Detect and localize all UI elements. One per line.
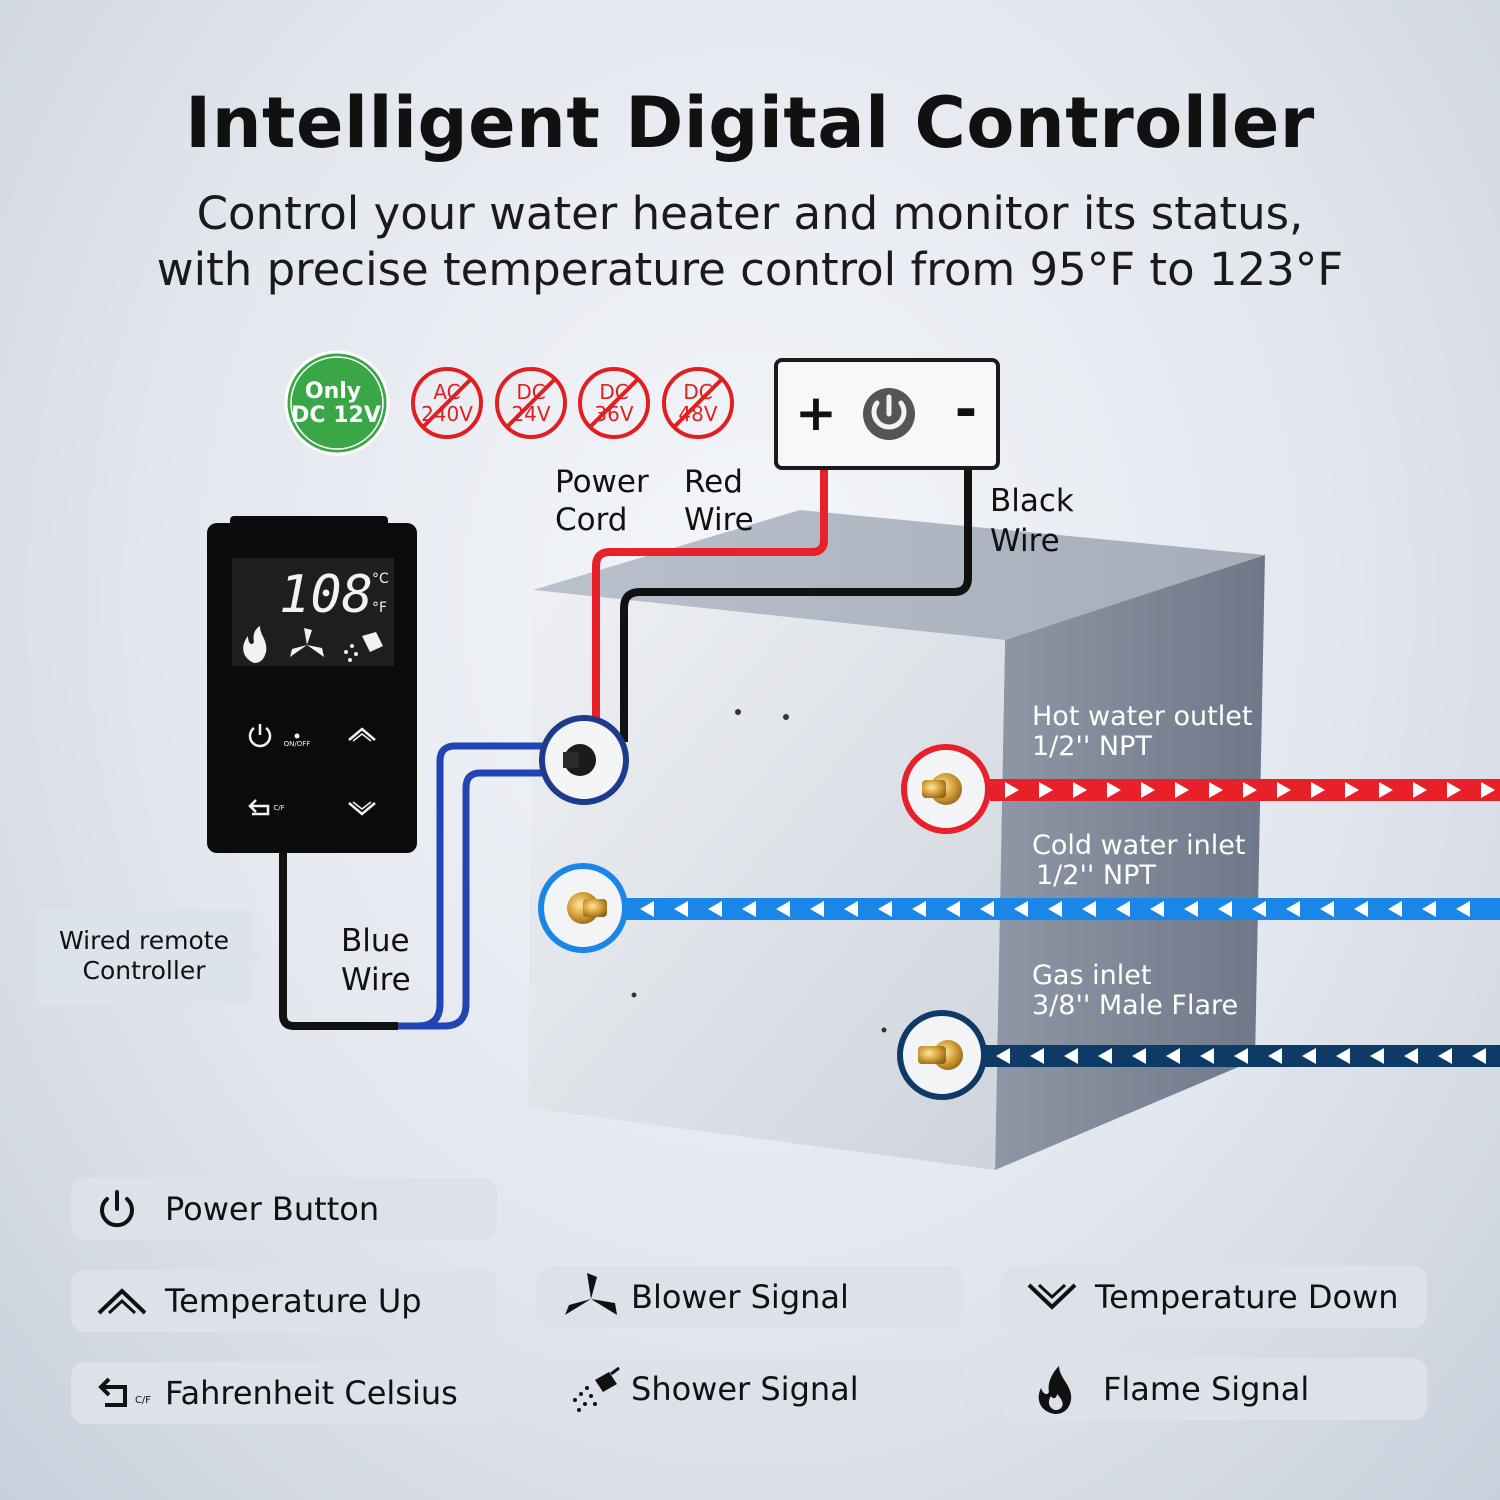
display-fan-icon	[290, 628, 324, 657]
hot-water-fitting	[901, 744, 991, 834]
gas-inlet-label-2: 3/8'' Male Flare	[1032, 990, 1238, 1021]
allowed-line-2: DC 12V	[291, 403, 381, 428]
blue-wire-label-1: Blue	[341, 923, 410, 959]
subtitle-line-1: Control your water heater and monitor it…	[196, 187, 1304, 240]
display-unit-f: °F	[372, 600, 387, 616]
legend-fahrenheit-celsius: C/F Fahrenheit Celsius	[71, 1362, 497, 1424]
black-wire-label-2: Wire	[990, 523, 1060, 559]
page-subtitle: Control your water heater and monitor it…	[0, 186, 1500, 298]
controller-temp-up-button[interactable]	[348, 727, 376, 742]
subtitle-line-2: with precise temperature control from 95…	[156, 243, 1344, 296]
power-box: + -	[774, 358, 1000, 470]
heater-front-face	[528, 590, 1005, 1170]
callout-line-1: Wired remote	[59, 926, 229, 955]
heater-top-face	[533, 510, 1265, 640]
heater-box	[528, 510, 1265, 1170]
legend-temperature-down: Temperature Down	[1001, 1266, 1427, 1328]
voltage-forbidden-dc48: DC 48V	[662, 367, 734, 439]
legend-label: Flame Signal	[1103, 1370, 1310, 1408]
legend-shower-signal: Shower Signal	[537, 1358, 963, 1420]
fan-icon	[561, 1272, 631, 1322]
power-cord-label-1: Power	[555, 464, 649, 500]
return-icon: C/F	[95, 1368, 165, 1418]
remote-controller: 108 °C °F ON/OFF C/F	[207, 516, 417, 853]
hot-outlet-label-2: 1/2'' NPT	[1032, 731, 1152, 762]
shower-icon	[561, 1364, 631, 1414]
power-cord-label-2: Cord	[555, 502, 628, 538]
display-temperature: 108	[279, 565, 373, 625]
legend-flame-signal: Flame Signal	[1001, 1358, 1427, 1420]
controller-cable	[279, 850, 398, 1030]
hot-outlet-label-1: Hot water outlet	[1032, 701, 1252, 732]
legend-cf-tag: C/F	[135, 1395, 151, 1406]
power-icon	[863, 388, 915, 440]
red-wire	[592, 470, 828, 742]
wired-remote-callout: Wired remote Controller	[35, 909, 265, 1005]
voltage-forbidden-dc24: DC 24V	[495, 367, 567, 439]
chevron-up-icon	[95, 1276, 165, 1326]
callout-line-2: Controller	[82, 956, 206, 985]
cold-inlet-label-1: Cold water inlet	[1032, 830, 1245, 861]
legend-power-button: Power Button	[71, 1178, 497, 1240]
legend-temperature-up: Temperature Up	[71, 1270, 497, 1332]
cold-inlet-label-2: 1/2'' NPT	[1036, 860, 1156, 891]
red-wire-label-1: Red	[684, 464, 743, 500]
display-shower-icon	[344, 632, 383, 662]
voltage-forbidden-dc36: DC 36V	[578, 367, 650, 439]
voltage-forbidden-ac240: AC 240V	[411, 367, 483, 439]
allowed-line-1: Only	[305, 379, 361, 404]
gas-inlet-label-1: Gas inlet	[1032, 960, 1151, 991]
legend-label: Blower Signal	[631, 1278, 849, 1316]
legend-label: Temperature Down	[1095, 1278, 1399, 1316]
legend-label: Power Button	[165, 1190, 380, 1228]
controller-cf-label: C/F	[273, 804, 284, 812]
gas-line	[985, 1045, 1500, 1067]
power-plus-label: +	[795, 384, 837, 442]
cold-water-fitting	[538, 863, 628, 953]
blue-wire-label-2: Wire	[341, 962, 411, 998]
voltage-allowed-badge: Only DC 12V	[284, 350, 390, 456]
legend-label: Fahrenheit Celsius	[165, 1374, 458, 1412]
black-wire	[620, 470, 972, 742]
controller-power-button[interactable]: ON/OFF	[248, 724, 311, 748]
controller-temp-down-button[interactable]	[348, 801, 376, 816]
chevron-down-icon	[1025, 1272, 1095, 1322]
black-wire-label-1: Black	[990, 483, 1074, 519]
heater-side-face	[995, 555, 1265, 1170]
hot-water-line	[990, 779, 1500, 801]
cable-gland	[539, 715, 629, 805]
legend-label: Shower Signal	[631, 1370, 859, 1408]
cold-water-line	[625, 898, 1500, 920]
display-flame-icon	[243, 626, 267, 663]
gas-fitting	[897, 1010, 987, 1100]
flame-icon	[1025, 1364, 1103, 1414]
power-minus-label: -	[955, 378, 977, 441]
red-wire-label-2: Wire	[684, 502, 754, 538]
legend-blower-signal: Blower Signal	[537, 1266, 963, 1328]
power-icon	[95, 1184, 165, 1234]
display-unit-c: °C	[372, 571, 389, 587]
controller-onoff-label: ON/OFF	[284, 740, 311, 748]
blue-wire	[398, 742, 548, 1030]
controller-cf-button[interactable]: C/F	[248, 799, 285, 816]
legend-label: Temperature Up	[165, 1282, 422, 1320]
page-title: Intelligent Digital Controller	[185, 82, 1315, 164]
